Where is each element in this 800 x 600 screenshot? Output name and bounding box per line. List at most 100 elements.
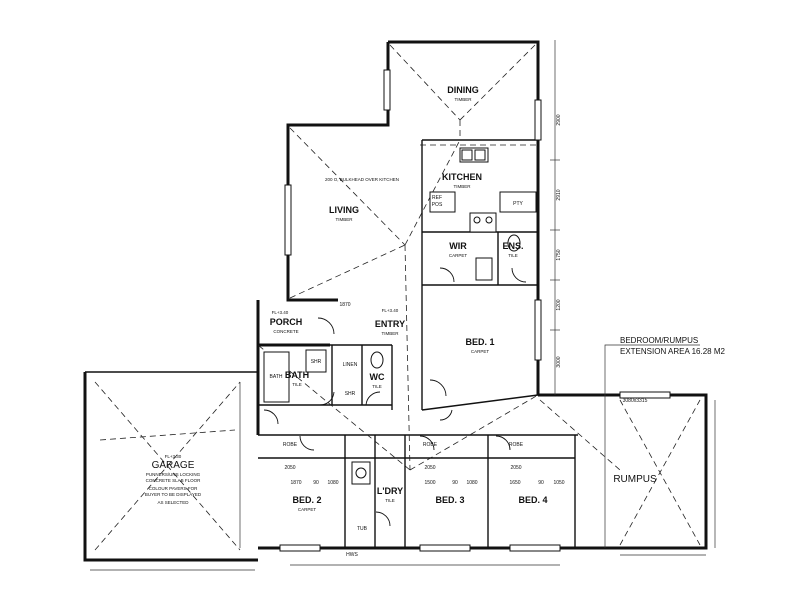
- label-ldry: L'DRY: [377, 486, 403, 496]
- bed2-door: [299, 435, 315, 451]
- diag-15: [619, 399, 701, 546]
- label-dining: DINING: [447, 85, 479, 95]
- diag-1: [389, 44, 461, 121]
- label-rumpus: RUMPUS: [613, 474, 657, 485]
- cooktop: [469, 212, 497, 233]
- garage-note-4: BUYER TO BE DISPLAYED: [145, 492, 202, 497]
- interior-walls: [258, 139, 578, 548]
- window-bed4: [509, 544, 561, 552]
- dim-right-1: 2900: [556, 114, 562, 125]
- diag-16: [539, 399, 621, 471]
- bed1-door: [429, 379, 447, 397]
- dim-right-3: 1750: [556, 249, 562, 260]
- bed4-door: [495, 435, 511, 451]
- label-bed4: BED. 4: [518, 495, 547, 505]
- garage-note-3: COLOUR PAVERS FOR: [149, 486, 199, 491]
- diag-13: [99, 429, 236, 441]
- robe-label-3: ROBE: [509, 442, 524, 448]
- pantry: [499, 191, 537, 213]
- window-bed1: [534, 299, 542, 361]
- dim-bed3-b: 90: [452, 480, 458, 486]
- ref-label: REF: [432, 195, 442, 201]
- bed3-door: [419, 435, 435, 451]
- garage-note-1: PUNNERS/UNS LOCKING: [146, 472, 201, 477]
- dim-bed4-b: 90: [538, 480, 544, 486]
- dim-porch: 1870: [339, 302, 350, 308]
- sink-bowl-2: [474, 149, 486, 161]
- floor-bath: TILE: [292, 382, 302, 387]
- label-garage: GARAGE: [152, 460, 195, 471]
- diag-2: [459, 44, 536, 121]
- shower-tray: [305, 349, 327, 373]
- floor-wir: CARPET: [449, 253, 468, 258]
- extension-leader: [604, 344, 700, 548]
- wc-door: [365, 391, 381, 406]
- window-dining-left: [383, 69, 391, 111]
- ens-door: [511, 267, 527, 283]
- sink-bowl-1: [461, 149, 473, 161]
- window-dining-right: [534, 99, 542, 141]
- window-rumpus: [619, 391, 671, 399]
- burner-1: [473, 216, 481, 224]
- garage-note-2: CONCRETE SLAB FLOOR: [146, 478, 202, 483]
- bathtub: [263, 351, 290, 403]
- burner-2: [485, 216, 493, 224]
- robe-label-2: ROBE: [423, 442, 438, 448]
- label-entry: ENTRY: [375, 319, 405, 329]
- dining-wall: [388, 40, 540, 395]
- garage-wall: [83, 372, 258, 562]
- dim-bed2-c: 1080: [327, 480, 338, 486]
- floor-living: TIMBER: [335, 217, 353, 222]
- floor-ldry: TILE: [385, 498, 395, 503]
- diag-8: [404, 244, 411, 471]
- tub-bowl: [355, 467, 367, 479]
- label-kitchen: KITCHEN: [442, 172, 482, 182]
- dim-bed3-a: 1500: [424, 480, 435, 486]
- floor-kitchen: TIMBER: [453, 184, 471, 189]
- windows: [279, 69, 671, 552]
- dim-rumpus-top: 3080x3315: [623, 398, 648, 404]
- dim-bed4-a: 1650: [509, 480, 520, 486]
- garage-note-5: AS SELECTED: [157, 500, 189, 505]
- dim-robe-1: 2050: [284, 465, 295, 471]
- shower-label: SHR: [345, 391, 356, 397]
- entry-fl: FL+3.40: [382, 308, 399, 313]
- pos-label: POS: [432, 202, 443, 208]
- diag-5: [289, 244, 406, 299]
- dim-bed4-c: 1050: [553, 480, 564, 486]
- doors: [263, 267, 527, 527]
- label-bed3: BED. 3: [435, 495, 464, 505]
- bath-door: [319, 391, 335, 406]
- dim-bed2-b: 90: [313, 480, 319, 486]
- floor-bed2: CARPET: [298, 507, 317, 512]
- dim-right-5: 3000: [556, 356, 562, 367]
- ldry-door: [375, 511, 391, 527]
- bath-fixture-label: BATH: [270, 374, 283, 380]
- dim-robe-3: 2050: [510, 465, 521, 471]
- hws-label: HWS: [346, 552, 358, 558]
- dim-bed2-a: 1870: [290, 480, 301, 486]
- label-bed1: BED. 1: [465, 337, 494, 347]
- living-wall: [286, 42, 390, 302]
- floor-porch: CONCRETE: [273, 329, 298, 334]
- rumpus-wall: [258, 393, 708, 550]
- shr-label: SHR: [311, 359, 322, 365]
- dim-right-4: 1200: [556, 299, 562, 310]
- notes: BEDROOM/RUMPUS EXTENSION AREA 16.28 M2 2…: [145, 177, 726, 558]
- floor-wc: TILE: [372, 384, 382, 389]
- label-wir: WIR: [449, 241, 467, 251]
- kitchen-bulkhead-note: 200 O, BULKHEAD OVER KITCHEN: [325, 177, 399, 182]
- floor-bed1: CARPET: [471, 349, 490, 354]
- floor-ens: TILE: [508, 253, 518, 258]
- dimension-lines: [90, 40, 716, 571]
- fixtures: [263, 147, 537, 485]
- tub-label: TUB: [357, 526, 368, 532]
- dimension-text: 1870 2050 2050 2050 1870 90 1080 1500 90…: [284, 114, 647, 486]
- robe-label-1: ROBE: [283, 442, 298, 448]
- fridge-space: [429, 191, 456, 213]
- wc-toilet: [370, 351, 384, 369]
- floor-entry: TIMBER: [381, 331, 399, 336]
- window-bed3: [419, 544, 471, 552]
- garage-door: [263, 409, 279, 425]
